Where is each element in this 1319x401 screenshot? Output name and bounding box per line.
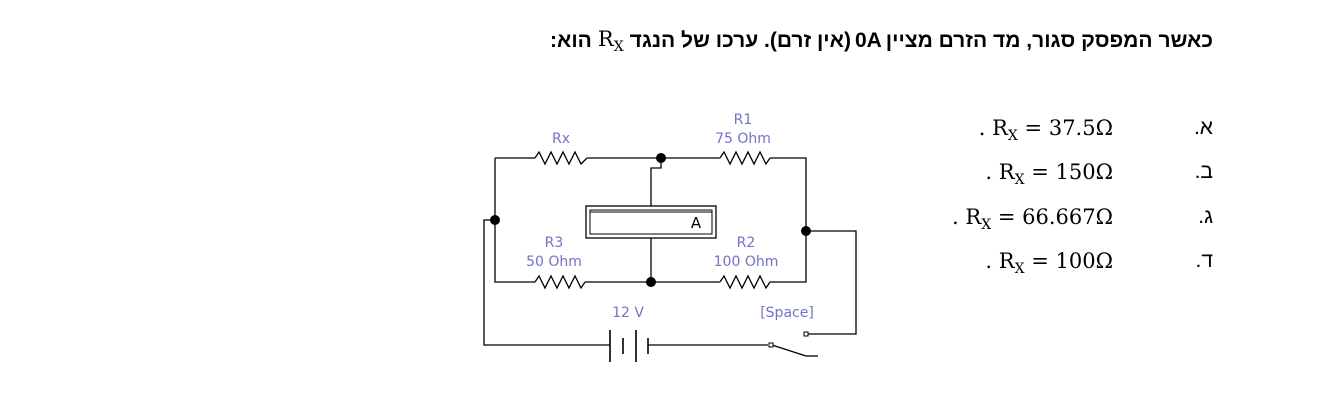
wire-left-outer (483, 219, 610, 346)
resistor-r3 (534, 274, 586, 290)
label-battery: 12 V (612, 305, 644, 321)
label-switch[interactable]: [Space] (760, 305, 814, 321)
option-letter: א. (1193, 116, 1213, 139)
battery-icon (609, 330, 649, 362)
question-current-value: 0A (854, 29, 882, 52)
junction-right (801, 226, 811, 236)
ammeter-label: A (691, 214, 702, 232)
label-r1-name: R1 (734, 112, 753, 128)
switch-terminal (803, 331, 809, 337)
question-part2: (אין זרם). ערכו של הנגד (629, 29, 851, 52)
label-r2-value: 100 Ohm (714, 254, 779, 270)
switch-contact (768, 342, 774, 348)
wire-bottom-left (494, 220, 535, 283)
junction-left (490, 215, 500, 225)
switch-blade (771, 344, 807, 357)
resistor-rx (534, 150, 588, 166)
junction-top (656, 153, 666, 163)
option-value: . RX = 150Ω (985, 160, 1113, 189)
option-value: . RX = 66.667Ω (952, 205, 1113, 234)
resistor-r1 (719, 150, 771, 166)
label-r3-value: 50 Ohm (526, 254, 582, 270)
option-d[interactable]: ד. . RX = 100Ω (893, 249, 1213, 279)
junction-bottom (646, 277, 656, 287)
question-part3: הוא: (550, 29, 592, 52)
circuit-diagram: A Rx R1 75 Ohm R3 50 Ohm R2 100 Ohm 12 V… (483, 112, 857, 362)
option-value: . RX = 100Ω (985, 249, 1113, 278)
question-part1: כאשר המפסק סגור, מד הזרם מציין (885, 29, 1213, 52)
option-c[interactable]: ג. . RX = 66.667Ω (893, 205, 1213, 235)
question-rx-symbol: RX (597, 26, 624, 56)
label-r1-value: 75 Ohm (715, 131, 771, 147)
question-text: כאשר המפסק סגור, מד הזרם מציין 0A (אין ז… (550, 26, 1213, 56)
option-letter: ג. (1198, 205, 1213, 228)
ammeter-icon (585, 205, 717, 239)
option-letter: ב. (1194, 160, 1213, 183)
resistor-r2 (719, 274, 771, 290)
option-b[interactable]: ב. . RX = 150Ω (893, 160, 1213, 190)
wire-right-outer (806, 230, 857, 335)
option-a[interactable]: א. . RX = 37.5Ω (893, 116, 1213, 146)
label-rx: Rx (552, 131, 570, 147)
wire-bridge-top (650, 158, 662, 206)
option-letter: ד. (1195, 249, 1213, 272)
label-r3-name: R3 (545, 235, 564, 251)
option-value: . RX = 37.5Ω (978, 116, 1113, 145)
label-r2-name: R2 (737, 235, 756, 251)
